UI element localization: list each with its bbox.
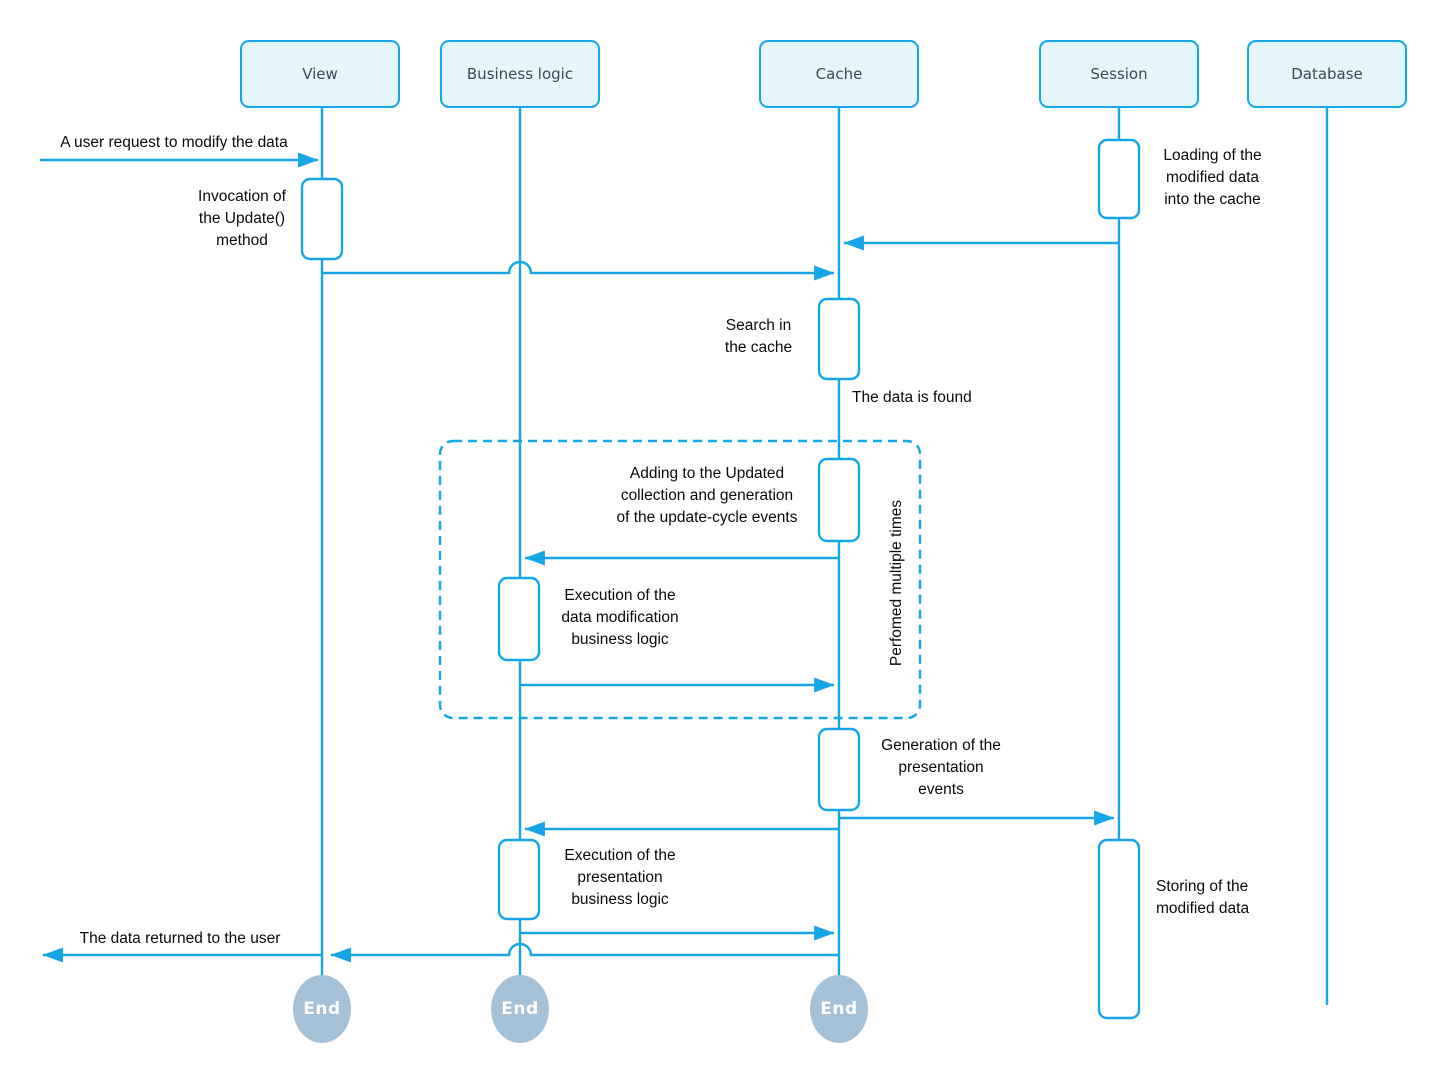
end-node-business-logic: End	[491, 975, 549, 1043]
arrow-view-to-cache	[322, 260, 835, 281]
end-node-cache: End	[810, 975, 868, 1043]
activation-cache-search	[817, 297, 861, 381]
loop-label-performed-multiple-times: Perfomed multiple times	[888, 499, 905, 667]
participant-session: Session	[1039, 40, 1199, 108]
note-exec-presentation: Execution of the presentation business l…	[564, 847, 676, 908]
activation-cache-generation	[817, 727, 861, 812]
note-data-is-found: The data is found	[852, 389, 972, 406]
message-label-data-returned: The data returned to the user	[79, 930, 281, 947]
note-loading-modified-data: Loading of the modified data into the ca…	[1163, 147, 1262, 208]
note-search-in-cache: Search in the cache	[724, 317, 793, 356]
activation-business-logic-presentation	[497, 838, 541, 921]
note-invocation-update: Invocation of the Update() method	[198, 188, 286, 249]
note-exec-data-modification: Execution of the data modification busin…	[561, 587, 679, 648]
participant-cache: Cache	[759, 40, 919, 108]
end-node-view: End	[293, 975, 351, 1043]
participant-business-logic: Business logic	[440, 40, 600, 108]
activation-session-loading	[1097, 138, 1141, 220]
activation-session-storing	[1097, 838, 1141, 1020]
note-generation-presentation: Generation of the presentation events	[881, 737, 1001, 798]
activation-business-logic-data-mod	[497, 576, 541, 662]
message-label-user-request: A user request to modify the data	[60, 134, 288, 151]
activation-view	[300, 177, 344, 261]
note-adding-updated-collection: Adding to the Updated collection and gen…	[616, 465, 798, 526]
note-storing-modified-data: Storing of the modified data	[1156, 878, 1250, 917]
activation-cache-adding	[817, 457, 861, 543]
participant-view: View	[240, 40, 400, 108]
arrow-cache-to-view-return	[330, 942, 839, 963]
loop-frame	[438, 439, 922, 720]
participant-database: Database	[1247, 40, 1407, 108]
